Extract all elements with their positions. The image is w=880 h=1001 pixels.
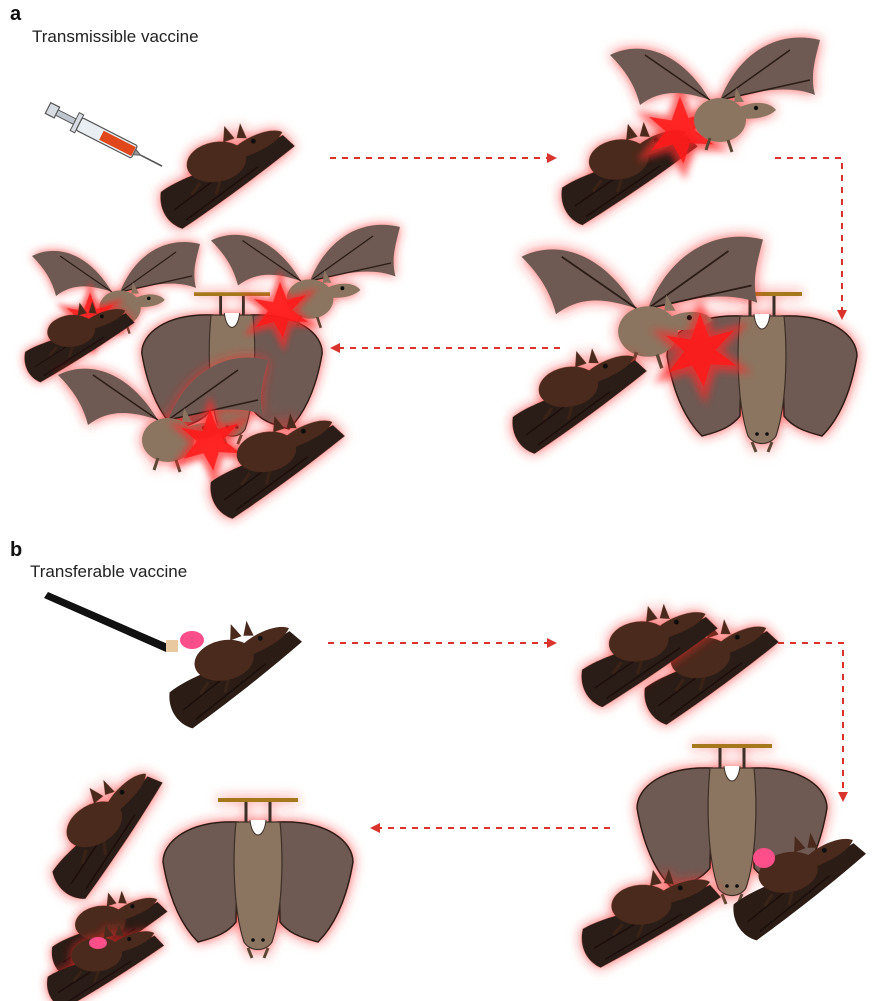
applicator-icon: [44, 592, 178, 652]
bat-icon: [150, 115, 306, 232]
bat-icon: [163, 800, 353, 958]
bat-icon: [157, 610, 315, 731]
vaccine-paste: [753, 848, 775, 868]
syringe-icon: [43, 99, 166, 175]
vaccine-paste: [89, 937, 107, 949]
panel-b-group: [24, 592, 879, 1001]
panel-a-group: [19, 38, 857, 522]
bat-icon: [577, 865, 725, 969]
vaccine-paste: [180, 631, 204, 649]
bat-icon: [211, 225, 400, 328]
